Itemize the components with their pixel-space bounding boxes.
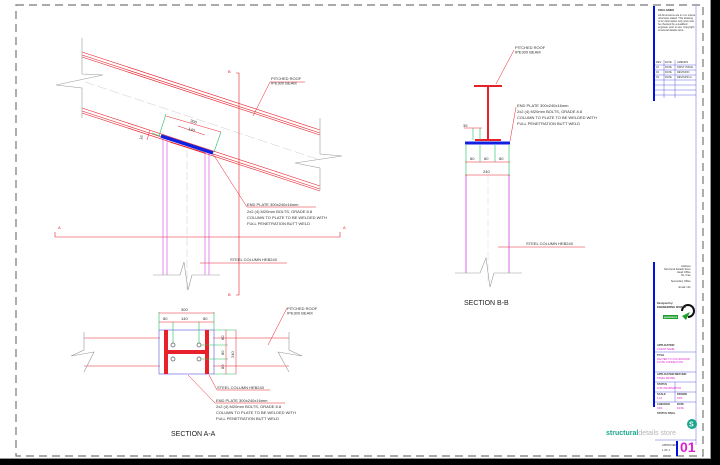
checked-label: CHECKED <box>657 403 670 406</box>
svg-text:PITCHED ROOF: PITCHED ROOF <box>515 45 546 50</box>
svg-text:2x2 (4) M20mm BOLTS, GRADE 8.8: 2x2 (4) M20mm BOLTS, GRADE 8.8 <box>517 109 583 114</box>
rev-header-date: DATE <box>665 61 672 64</box>
svg-text:80: 80 <box>163 316 168 321</box>
section-bb-title: SECTION B-B <box>464 300 509 307</box>
designed-heading: Designed by: <box>657 302 674 305</box>
title-block-frame <box>655 6 697 445</box>
disclaimer-heading: DISCLAIMER <box>658 9 675 12</box>
scale-value: 1:10 <box>657 397 663 400</box>
svg-text:STEEL COLUMN HEB240: STEEL COLUMN HEB240 <box>230 257 278 262</box>
svg-text:COLUMN TO PLATE TO BE WELDED W: COLUMN TO PLATE TO BE WELDED WITH <box>247 215 327 220</box>
company-address: Address Structural Details Store Head Of… <box>664 265 691 289</box>
drawing-sheet: 300 140 16 B B A A PITCHED ROOF IPE300 B… <box>0 0 711 459</box>
rev-header-amends: AMENDS <box>677 61 689 64</box>
svg-text:2x2 (4) M20mm BOLTS, GRADE 8.8: 2x2 (4) M20mm BOLTS, GRADE 8.8 <box>247 209 313 214</box>
svg-text:IPE300 BEAM: IPE300 BEAM <box>515 50 541 55</box>
svg-text:80: 80 <box>470 156 475 161</box>
section-bb: 35 80 80 80 240 PITCHED ROOF IPE300 BEAM… <box>455 45 597 307</box>
svg-text:STEEL COLUMN HEB240: STEEL COLUMN HEB240 <box>217 385 265 390</box>
rev-row: DATE <box>665 71 672 74</box>
svg-text:140: 140 <box>188 126 197 133</box>
brand-wordmark: structuraldetails store <box>606 430 677 437</box>
client-value: CLIENT NAME <box>657 348 675 351</box>
svg-text:16: 16 <box>138 134 144 140</box>
svg-text:IPE300 BEAM: IPE300 BEAM <box>271 81 297 86</box>
svg-text:END PLATE 300x240x16mm: END PLATE 300x240x16mm <box>247 202 299 207</box>
sheet-label: APPROVED <box>662 444 677 447</box>
title-heading: TITLE <box>657 354 665 357</box>
svg-text:A: A <box>58 225 61 230</box>
application-value: STEEL FRAME <box>657 377 675 380</box>
svg-text:FULL PENETRATION BUTT WELD: FULL PENETRATION BUTT WELD <box>247 221 310 226</box>
rev-row: REVISION <box>677 71 690 74</box>
svg-text:240: 240 <box>483 169 490 174</box>
svg-text:B: B <box>228 292 231 297</box>
svg-text:END PLATE 300x240x16mm: END PLATE 300x240x16mm <box>517 103 569 108</box>
svg-text:IPE300 BEAM: IPE300 BEAM <box>287 311 313 316</box>
brand-logo-icon <box>687 419 697 429</box>
svg-text:A: A <box>343 225 346 230</box>
svg-text:240: 240 <box>230 351 235 358</box>
logo-text: greenworx <box>664 316 678 319</box>
svg-text:80: 80 <box>203 316 208 321</box>
status-value: FOR INFORMATION <box>657 387 682 390</box>
svg-text:FULL PENETRATION BUTT WELD: FULL PENETRATION BUTT WELD <box>216 416 279 421</box>
svg-text:300: 300 <box>190 118 199 125</box>
svg-text:35: 35 <box>463 123 468 128</box>
drawing-canvas: 300 140 16 B B A A PITCHED ROOF IPE300 B… <box>15 4 704 457</box>
rev-row: REVISION A <box>677 76 692 79</box>
svg-text:FULL PENETRATION BUTT WELD: FULL PENETRATION BUTT WELD <box>517 121 580 126</box>
status-heading: STATUS <box>657 383 667 386</box>
svg-text:END PLATE 300x240x16mm: END PLATE 300x240x16mm <box>216 398 268 403</box>
svg-text:80: 80 <box>499 156 504 161</box>
section-aa: 300 80 140 80 80 80 80 240 PITCHED ROOF … <box>70 306 318 438</box>
svg-text:B: B <box>228 69 231 74</box>
svg-text:80: 80 <box>220 335 225 340</box>
svg-text:80: 80 <box>220 364 225 369</box>
rev-row: 02 <box>656 71 659 74</box>
approved-label: STATUS FINAL <box>657 412 676 415</box>
rev-row: FIRST ISSUE <box>677 66 693 69</box>
rev-row: DATE <box>665 66 672 69</box>
client-heading: APPLICATION <box>657 344 675 347</box>
sheet-border <box>15 4 704 457</box>
section-aa-title: SECTION A-A <box>171 431 216 438</box>
rev-row: 03 <box>656 76 659 79</box>
disclaimer-text: All dimensions are in mm unless otherwis… <box>658 14 696 32</box>
checked-value: SDS <box>657 407 663 410</box>
greenworx-logo-icon <box>663 304 695 320</box>
rev-row: 01 <box>656 66 659 69</box>
date-value: DATE <box>677 407 684 410</box>
scale-label: SCALE <box>657 393 666 396</box>
drawn-value: SDS <box>677 397 683 400</box>
date-label: DATE <box>677 403 684 406</box>
main-elevation: 300 140 16 B B A A PITCHED ROOF IPE300 B… <box>54 38 346 297</box>
svg-text:140: 140 <box>181 316 188 321</box>
svg-text:COLUMN TO PLATE TO BE WELDED W: COLUMN TO PLATE TO BE WELDED WITH <box>517 115 597 120</box>
svg-text:PITCHED ROOF: PITCHED ROOF <box>287 306 318 311</box>
svg-text:STEEL COLUMN HEB240: STEEL COLUMN HEB240 <box>526 241 574 246</box>
drawn-label: DRAWN <box>677 393 687 396</box>
svg-text:80: 80 <box>484 156 489 161</box>
svg-text:PITCHED ROOF: PITCHED ROOF <box>271 76 302 81</box>
rev-header-rev: REV <box>656 61 662 64</box>
svg-text:COLUMN TO PLATE TO BE WELDED W: COLUMN TO PLATE TO BE WELDED WITH <box>216 410 296 415</box>
svg-text:300: 300 <box>181 307 188 312</box>
svg-text:80: 80 <box>220 350 225 355</box>
sheet-count: 1 OF 1 <box>662 449 670 452</box>
svg-text:S: S <box>689 422 694 429</box>
rev-row: DATE <box>665 76 672 79</box>
sheet-number: 01 <box>680 439 696 455</box>
designer-name: ENGINEERING WORKS <box>657 306 686 309</box>
svg-text:2x2 (4) M20mm BOLTS, GRADE 8.8: 2x2 (4) M20mm BOLTS, GRADE 8.8 <box>216 404 282 409</box>
application-heading: APPLICATION METHOD <box>657 373 687 376</box>
drawing-title: RAFTER TO COLUMN END PLATE CONNECTION <box>657 358 690 364</box>
